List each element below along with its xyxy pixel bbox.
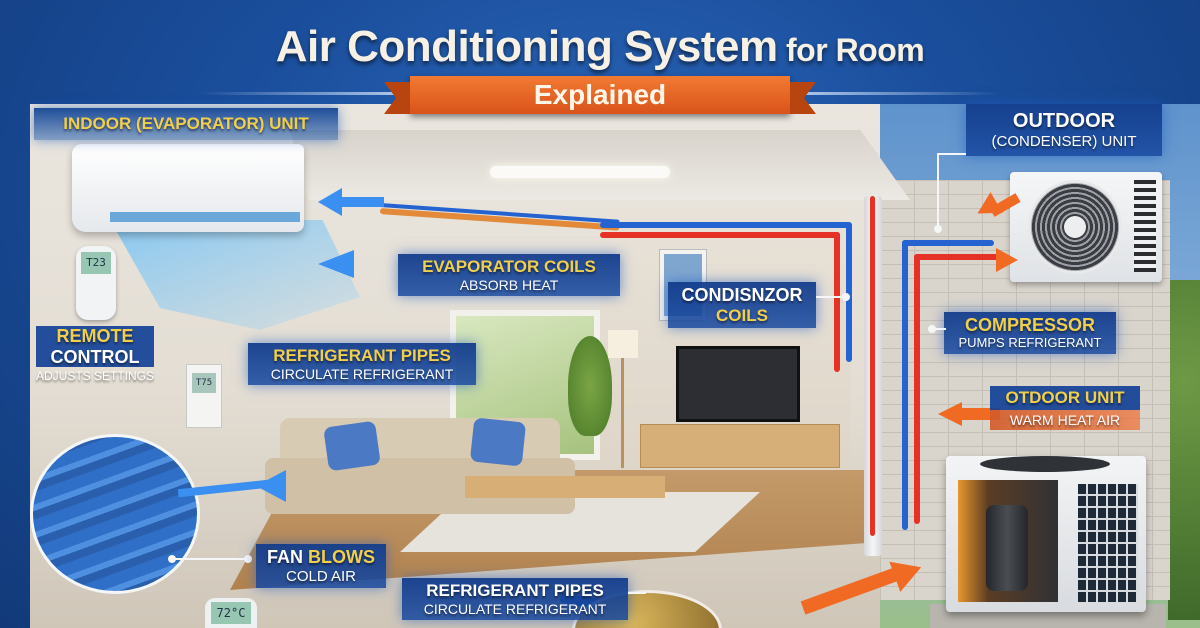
outdoor-unit-heat-title: OTDOOR UNIT	[990, 386, 1140, 410]
tv-stand	[640, 424, 840, 468]
title-glow-line-left	[200, 92, 410, 95]
label-fan-blows: FAN BLOWS COLD AIR	[256, 544, 386, 588]
title-glow-line-right	[790, 92, 1000, 95]
refrigerant-pipes-top-subtitle: CIRCULATE REFRIGERANT	[270, 365, 454, 382]
fan-grill	[1028, 180, 1122, 274]
evaporator-coil-closeup	[30, 434, 200, 594]
label-refrigerant-pipes-top: REFRIGERANT PIPES CIRCULATE REFRIGERANT	[248, 343, 476, 385]
label-outdoor-unit: OUTDOOR (CONDENSER) UNIT	[966, 104, 1162, 157]
indoor-unit-title: INDOOR (EVAPORATOR) UNIT	[63, 114, 309, 133]
pipe-red-ceiling	[600, 232, 840, 238]
fan-hub	[1064, 216, 1086, 238]
remote-display: T23	[81, 252, 111, 274]
fan-blows-dot	[168, 555, 176, 563]
fan-blows-leader	[172, 558, 248, 560]
fan-blows-word2: BLOWS	[308, 547, 375, 567]
blue-arrow-head-icon	[256, 470, 286, 502]
evaporator-coils-title: EVAPORATOR COILS	[422, 257, 596, 276]
ceiling-light	[490, 166, 670, 178]
evaporator-coils-subtitle: ABSORB HEAT	[459, 276, 559, 293]
condenser-coils-title: CONDISNZOR	[681, 285, 803, 305]
pipe-blue-ceiling	[600, 222, 850, 228]
fan-blows-word1: FAN	[266, 547, 303, 567]
thermostat-display: T75	[192, 373, 216, 393]
condenser-top-fan	[980, 456, 1110, 472]
pipe-red-outdoor	[914, 254, 920, 524]
title-suffix: for Room	[777, 32, 925, 68]
remote-control-line2: CONTROL	[36, 346, 154, 368]
pipe-blue-outdoor	[902, 240, 908, 530]
remote-control-line1: REMOTE	[36, 326, 154, 347]
pillow	[469, 417, 527, 467]
remote-control: T23	[76, 246, 116, 320]
pipe-blue-vertical	[846, 222, 852, 362]
side-slats	[1134, 180, 1156, 272]
explained-ribbon: Explained	[384, 76, 816, 114]
wall-thermostat: T75	[186, 364, 222, 428]
plant	[568, 336, 612, 436]
pillow	[323, 420, 381, 472]
fan-blows-subtitle: COLD AIR	[285, 567, 357, 585]
label-condenser-coils: CONDISNZOR COILS	[668, 282, 816, 329]
condenser-grill	[1078, 484, 1138, 602]
label-indoor-unit: INDOOR (EVAPORATOR) UNIT	[34, 108, 338, 141]
title-main: Air Conditioning System	[275, 22, 778, 71]
floor-lamp-pole	[621, 358, 624, 468]
condenser-coils-leader	[816, 296, 844, 298]
pipe-red-vertical	[834, 232, 840, 372]
outdoor-condenser-fan-unit	[1010, 172, 1162, 282]
fan-blows-dot-end	[244, 555, 252, 563]
remote-control-subtitle: ADJUSTS SETTINGS	[35, 369, 154, 384]
outdoor-unit-subtitle: (CONDENSER) UNIT	[991, 133, 1137, 150]
fan-blows-title: FAN BLOWS	[266, 547, 376, 568]
refrigerant-pipes-bottom-title: REFRIGERANT PIPES	[426, 581, 604, 600]
orange-arrow-head-icon	[938, 402, 962, 426]
pipe-red-riser	[870, 196, 875, 536]
coffee-table	[465, 476, 665, 498]
pipe-blue-outdoor-h	[902, 240, 994, 246]
blue-arrow-head-icon	[318, 250, 354, 278]
label-evaporator-coils: EVAPORATOR COILS ABSORB HEAT	[398, 254, 620, 296]
television	[676, 346, 800, 422]
ceiling	[290, 130, 910, 200]
blue-arrow-head-icon	[318, 188, 342, 216]
compressor-tank	[986, 505, 1028, 591]
orange-arrow-head-icon	[996, 248, 1018, 272]
refrigerant-pipes-bottom-subtitle: CIRCULATE REFRIGERANT	[423, 600, 607, 617]
floor-lamp-shade	[608, 330, 638, 358]
label-outdoor-unit-heat: OTDOOR UNIT WARM HEAT AIR	[990, 386, 1140, 430]
compressor-subtitle: PUMPS REFRIGERANT	[958, 334, 1102, 350]
remote-control-bottom: 72°C	[205, 598, 257, 628]
condenser-coils-dot	[842, 293, 850, 301]
condenser-coils-subtitle: COILS	[716, 305, 768, 325]
outdoor-unit-title: OUTDOOR	[1012, 110, 1116, 132]
pipe-red-outdoor-h	[914, 254, 1004, 260]
outdoor-unit-leader-h	[938, 153, 966, 155]
remote-bottom-display: 72°C	[211, 602, 251, 624]
outdoor-unit-leader-v	[937, 153, 939, 227]
ac-vent	[110, 212, 300, 222]
refrigerant-pipes-top-title: REFRIGERANT PIPES	[273, 346, 451, 365]
compressor-title: COMPRESSOR	[964, 315, 1096, 335]
refrigerant-pipes-bottom-leader	[628, 592, 646, 594]
label-compressor: COMPRESSOR PUMPS REFRIGERANT	[944, 312, 1116, 354]
outdoor-unit-heat-subtitle: WARM HEAT AIR	[990, 409, 1140, 430]
page-title: Air Conditioning System for Room	[0, 22, 1200, 72]
label-remote-control: REMOTE CONTROL ADJUSTS SETTINGS	[30, 326, 160, 384]
outdoor-unit-dot	[934, 225, 942, 233]
label-refrigerant-pipes-bottom: REFRIGERANT PIPES CIRCULATE REFRIGERANT	[402, 578, 628, 620]
compressor-leader	[932, 328, 946, 330]
trees	[1168, 280, 1200, 620]
blue-arrow-left-top	[340, 197, 384, 207]
